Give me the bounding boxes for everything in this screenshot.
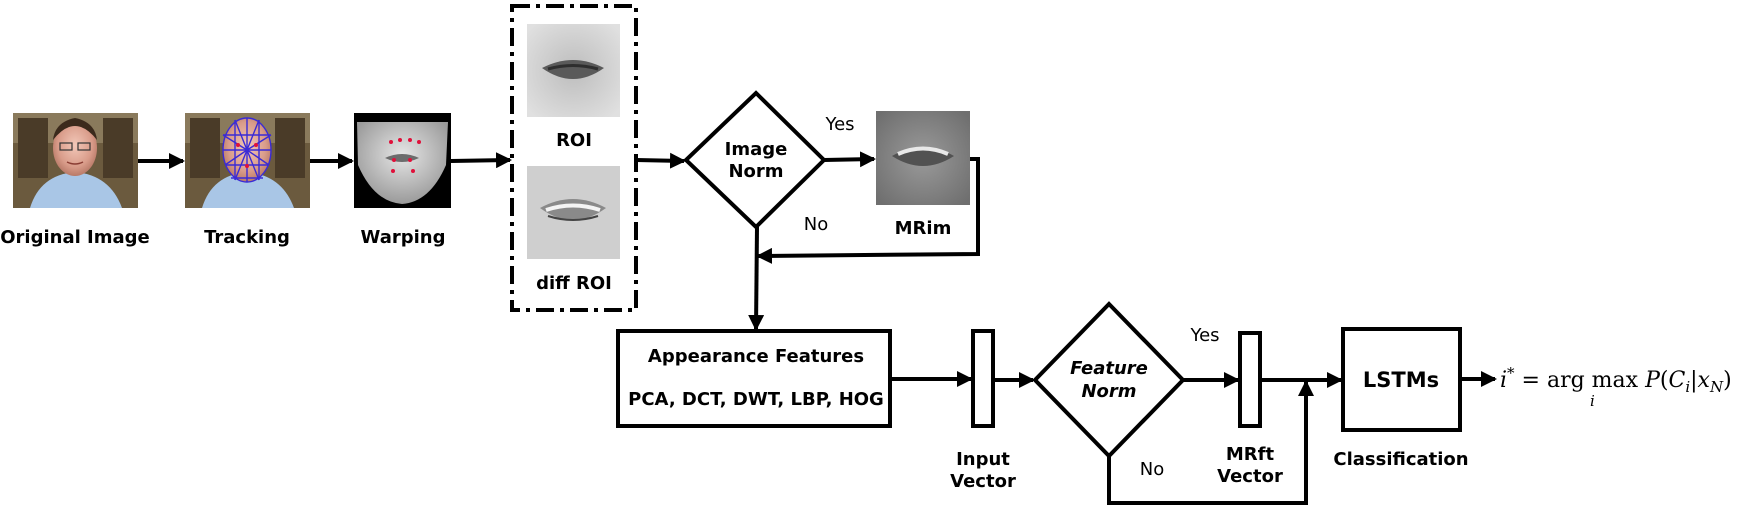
mrim-thumbnail (876, 111, 970, 205)
roi-group-box (510, 4, 638, 312)
label-feature-norm-no: No (1140, 459, 1164, 480)
arrow-mrim-return (756, 157, 980, 264)
arrow-image-norm-no-to-appearance (748, 226, 765, 331)
arrow-feature-norm-no-bypass (1107, 380, 1314, 505)
label-image-norm-line2: Norm (728, 161, 783, 182)
label-appearance-methods: PCA, DCT, DWT, LBP, HOG (628, 389, 884, 410)
arrow-roi-to-image-norm (635, 152, 686, 169)
output-formula: i* = arg max P(Ci|xN) i (1500, 364, 1732, 410)
arrow-warping-to-roi (450, 152, 512, 169)
roi-image (527, 24, 620, 117)
mrft-vector-bar (1238, 331, 1262, 428)
label-tracking: Tracking (204, 227, 290, 248)
lstms-box (1341, 327, 1462, 432)
label-feature-norm-line2: Norm (1081, 381, 1136, 402)
label-diff-roi: diff ROI (536, 273, 612, 294)
label-image-norm-line1: Image (725, 139, 788, 160)
feature-norm-diamond (1032, 301, 1186, 459)
label-mrft-line2: Vector (1217, 466, 1283, 487)
image-norm-diamond (683, 90, 827, 230)
svg-text:i: i (1590, 392, 1595, 410)
warping-thumbnail (354, 113, 451, 208)
label-input-vector-line1: Input (956, 449, 1010, 470)
original-image-thumbnail (13, 113, 138, 208)
label-original-image: Original Image (0, 227, 150, 248)
input-vector-bar (971, 329, 995, 428)
label-feature-norm-line1: Feature (1070, 358, 1148, 379)
appearance-features-box (616, 329, 892, 428)
label-image-norm-no: No (804, 214, 828, 235)
tracking-thumbnail (185, 113, 310, 208)
label-input-vector-line2: Vector (950, 471, 1016, 492)
arrow-image-norm-yes-to-mrim (823, 151, 876, 168)
label-roi: ROI (556, 130, 592, 151)
label-classification: Classification (1333, 449, 1468, 470)
svg-text:i* = arg max P(Ci|xN): i* = arg max P(Ci|xN) (1500, 364, 1732, 396)
label-appearance-title: Appearance Features (648, 346, 864, 367)
tracking-mesh (222, 117, 272, 183)
label-mrim: MRim (895, 218, 952, 239)
label-mrft-line1: MRft (1226, 444, 1275, 465)
label-feature-norm-yes: Yes (1189, 325, 1219, 346)
label-warping: Warping (361, 227, 446, 248)
label-image-norm-yes: Yes (824, 114, 854, 135)
diff-roi-image (527, 166, 620, 259)
label-lstms: LSTMs (1363, 368, 1439, 392)
connectors (138, 151, 1497, 505)
